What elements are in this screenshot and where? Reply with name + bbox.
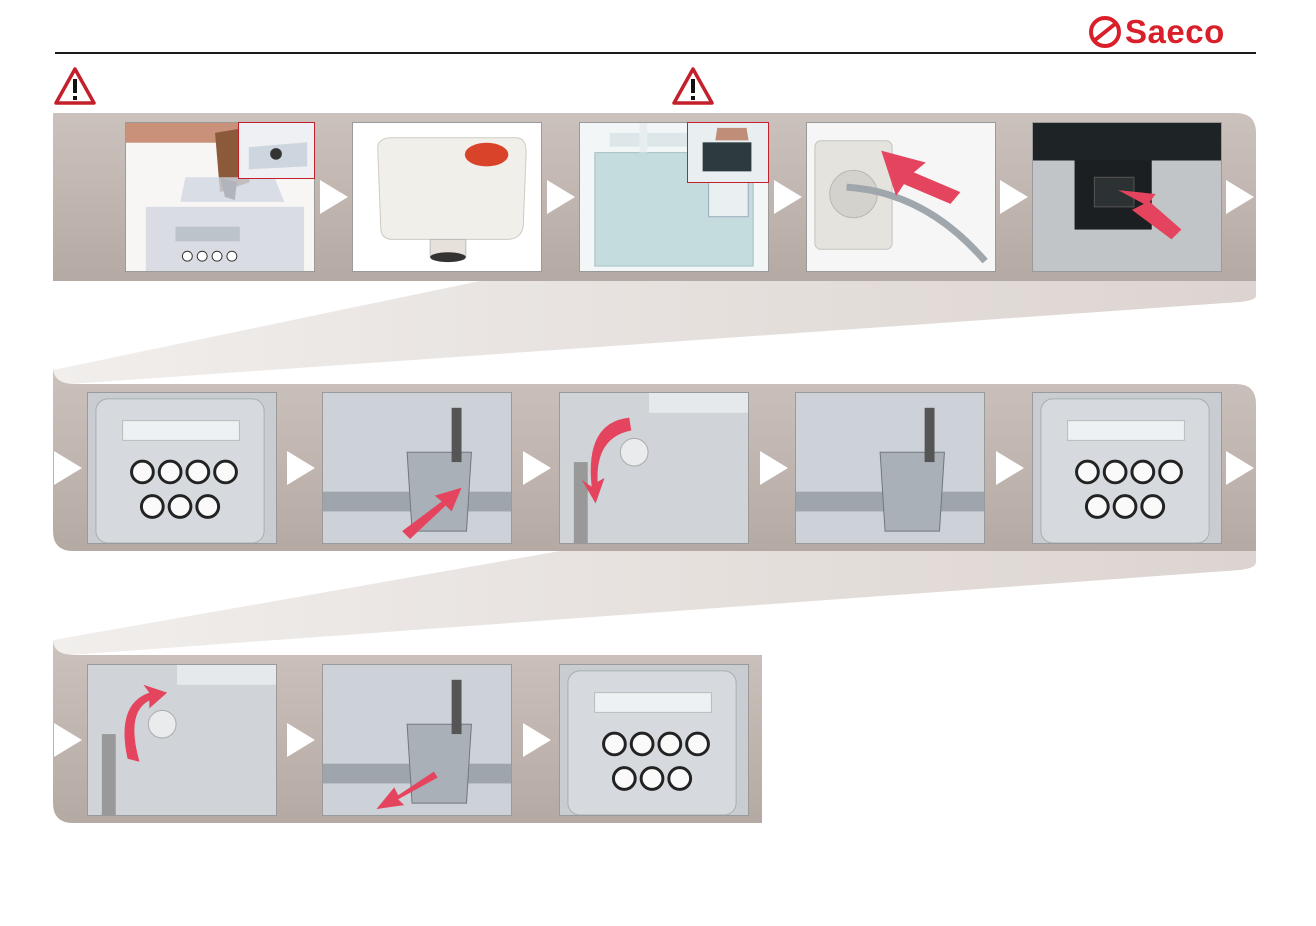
arrow-right-icon <box>287 451 315 485</box>
step-remove-container <box>322 664 512 816</box>
ribbon-1 <box>53 281 1256 384</box>
detail-highlight-box <box>238 122 315 179</box>
arrow-right-icon <box>320 180 348 214</box>
ribbon-2 <box>53 551 1256 655</box>
arrow-right-icon <box>523 723 551 757</box>
step-water-filter <box>352 122 542 272</box>
detail-highlight-box <box>687 122 769 183</box>
step-control-panel <box>1032 392 1222 544</box>
arrow-right-icon <box>1226 180 1254 214</box>
arrow-right-icon <box>287 723 315 757</box>
step-control-panel <box>87 392 277 544</box>
arrow-right-icon <box>547 180 575 214</box>
arrow-right-icon <box>996 451 1024 485</box>
step-plug-power-cord <box>806 122 996 272</box>
step-press-power-switch <box>1032 122 1222 272</box>
step-close-steam-knob <box>87 664 277 816</box>
arrow-right-icon <box>54 723 82 757</box>
arrow-right-icon <box>523 451 551 485</box>
arrow-right-icon <box>1000 180 1028 214</box>
step-place-container-under-steam-wand <box>322 392 512 544</box>
step-container-filling <box>795 392 985 544</box>
step-open-steam-knob <box>559 392 749 544</box>
arrow-right-icon <box>54 451 82 485</box>
step-control-panel <box>559 664 749 816</box>
arrow-right-icon <box>760 451 788 485</box>
arrow-right-icon <box>774 180 802 214</box>
arrow-right-icon <box>1226 451 1254 485</box>
